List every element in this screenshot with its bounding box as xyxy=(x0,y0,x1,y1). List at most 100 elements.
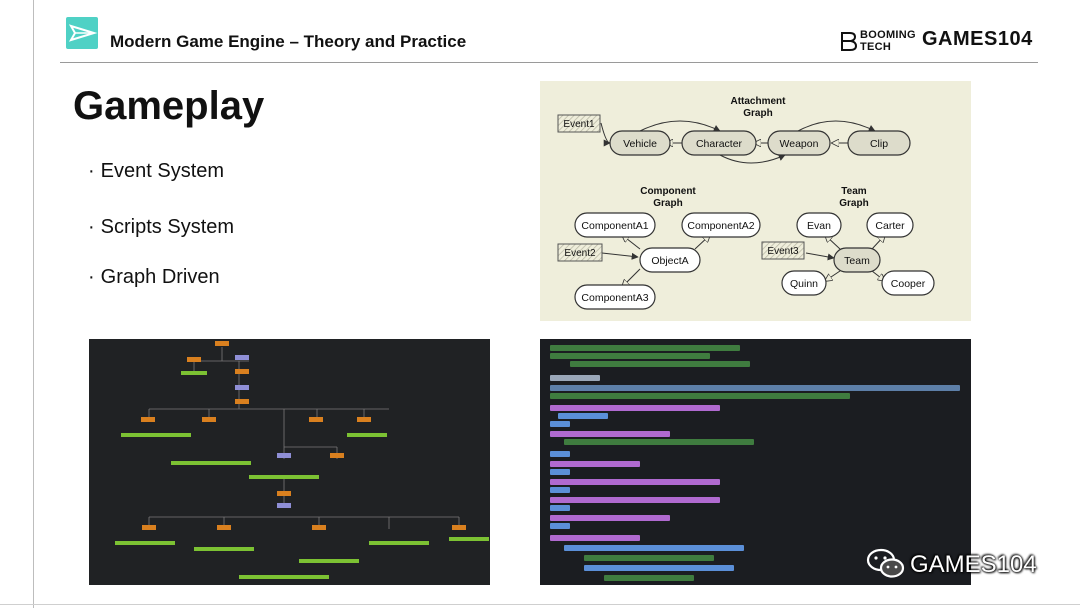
bullet-item: ·Scripts System xyxy=(88,216,234,239)
event-node xyxy=(557,114,601,133)
event-label: Event2 xyxy=(564,248,596,259)
paper-plane-icon xyxy=(68,24,98,42)
bullet-marker: · xyxy=(88,266,95,288)
node-label: Vehicle xyxy=(623,138,657,150)
code-line xyxy=(550,461,640,467)
edge xyxy=(601,252,639,260)
node-label: Evan xyxy=(807,220,831,232)
edge xyxy=(797,120,876,132)
code-line xyxy=(564,545,744,551)
bullet-item: ·Graph Driven xyxy=(88,266,220,289)
code-line xyxy=(604,575,694,581)
node-label: Weapon xyxy=(780,138,819,150)
node-label: Clip xyxy=(870,138,888,150)
node-label: Quinn xyxy=(790,278,818,290)
graph-node xyxy=(574,284,656,310)
attachment-graph-title-2: Graph xyxy=(743,108,772,119)
course-title: Modern Game Engine – Theory and Practice xyxy=(110,32,467,51)
edge xyxy=(719,154,786,164)
node-label: Cooper xyxy=(891,278,926,290)
graph-node xyxy=(609,130,671,156)
code-line xyxy=(558,413,608,419)
code-line xyxy=(550,479,720,485)
code-line xyxy=(550,375,600,381)
header-divider xyxy=(60,62,1038,63)
graph-node xyxy=(639,247,701,273)
games104-logo: GAMES104 xyxy=(922,28,1033,50)
edge xyxy=(622,268,641,287)
watermark-text: GAMES104 xyxy=(910,551,1037,578)
bullet-marker: · xyxy=(88,160,95,182)
code-line xyxy=(550,405,720,411)
node-label: Team xyxy=(844,255,870,267)
code-line xyxy=(550,431,670,437)
code-line xyxy=(550,421,570,427)
graph-node xyxy=(847,130,911,156)
edge xyxy=(639,120,721,132)
node-label: Carter xyxy=(875,220,905,232)
component-graph-title: Component xyxy=(640,186,696,197)
tech-text: TECH xyxy=(860,41,892,53)
code-line xyxy=(550,393,850,399)
wechat-icon xyxy=(866,548,905,578)
booming-tech-logo: BOOMING TECH xyxy=(840,28,916,54)
graph-diagram: Attachment Graph Component Graph Team Gr… xyxy=(540,81,971,321)
edge xyxy=(600,122,611,147)
attachment-graph-title: Attachment xyxy=(730,96,786,107)
bullet-item: ·Event System xyxy=(88,160,224,183)
code-line xyxy=(550,515,670,521)
code-line xyxy=(550,487,570,493)
event-node xyxy=(557,243,603,262)
code-line xyxy=(584,555,714,561)
behavior-tree-svg xyxy=(115,341,489,579)
bullet-text: Event System xyxy=(100,160,225,182)
event-label: Event1 xyxy=(563,119,595,130)
wechat-watermark: GAMES104 xyxy=(866,546,1050,584)
node-label: ComponentA2 xyxy=(687,220,754,232)
slide-title: Gameplay xyxy=(73,84,265,128)
code-line xyxy=(550,469,570,475)
code-line xyxy=(550,451,570,457)
course-logo-icon xyxy=(66,17,98,49)
code-line xyxy=(550,497,720,503)
code-line xyxy=(550,345,740,351)
graph-node xyxy=(574,212,656,238)
graph-node xyxy=(796,212,842,238)
code-line xyxy=(550,535,640,541)
graph-node xyxy=(781,270,827,296)
node-label: ObjectA xyxy=(651,255,688,267)
team-graph-title: Team xyxy=(841,186,866,197)
bullet-marker: · xyxy=(88,216,95,238)
graph-node xyxy=(881,270,935,296)
edge xyxy=(825,270,841,281)
graph-node xyxy=(833,247,881,273)
graph-node xyxy=(681,212,761,238)
node-label: ComponentA1 xyxy=(581,220,648,232)
graph-node xyxy=(866,212,914,238)
booming-text: BOOMING xyxy=(860,29,916,41)
node-label: ComponentA3 xyxy=(581,292,648,304)
code-line xyxy=(564,439,754,445)
component-graph-title-2: Graph xyxy=(653,198,682,209)
team-graph-title-2: Graph xyxy=(839,198,868,209)
code-line xyxy=(584,565,734,571)
edge xyxy=(805,252,835,261)
graph-node xyxy=(767,130,831,156)
left-divider xyxy=(33,0,34,608)
event-label: Event3 xyxy=(767,246,799,257)
code-line xyxy=(550,523,570,529)
booming-mark-icon xyxy=(841,32,858,51)
code-line xyxy=(550,385,960,391)
script-code-screenshot xyxy=(540,339,971,585)
behavior-tree-screenshot xyxy=(89,339,490,585)
bullet-text: Graph Driven xyxy=(100,266,220,288)
graph-node xyxy=(681,130,757,156)
node-label: Character xyxy=(696,138,743,150)
graph-diagram-svg: Attachment Graph Component Graph Team Gr… xyxy=(557,96,935,310)
code-line xyxy=(550,353,710,359)
code-line xyxy=(570,361,750,367)
event-node xyxy=(761,241,805,260)
bullet-text: Scripts System xyxy=(100,216,235,238)
code-line xyxy=(550,505,570,511)
